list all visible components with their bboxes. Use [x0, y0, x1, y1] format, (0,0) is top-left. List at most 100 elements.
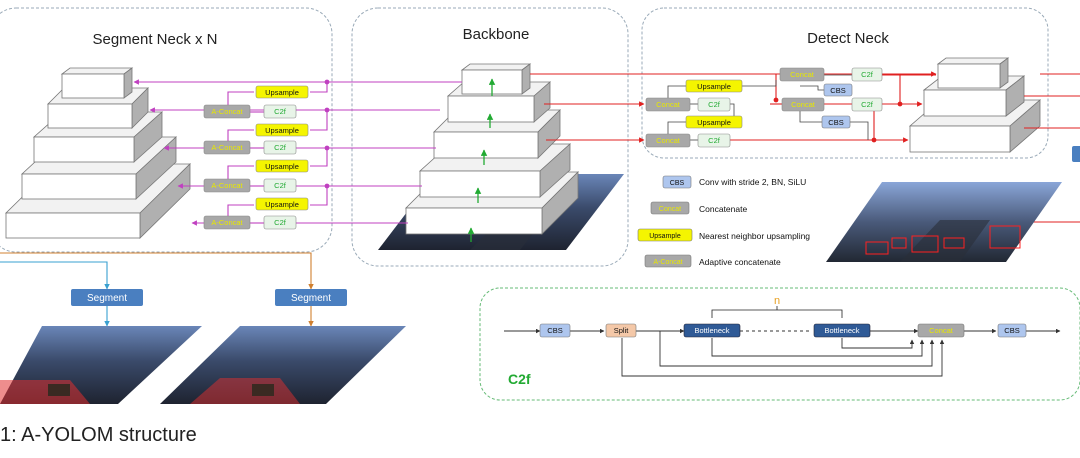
- upsample-label: Upsample: [265, 162, 299, 171]
- upsample-block: [255, 85, 309, 99]
- legend: CBS Conv with stride 2, BN, SiLU Concat …: [637, 175, 810, 268]
- cbs-label: CBS: [547, 326, 562, 335]
- upsample-block: [255, 123, 309, 137]
- concat-block: [917, 323, 965, 338]
- legend-swatch-cbs: [662, 175, 692, 189]
- concat-label: Concat: [791, 100, 816, 109]
- c2f-label: C2f: [274, 181, 287, 190]
- c2f-block: [263, 178, 297, 193]
- segment-button-label: Segment: [87, 293, 127, 304]
- c2f-label: C2f: [708, 136, 721, 145]
- a-concat-label: A-Concat: [211, 143, 243, 152]
- c2f-block: [263, 104, 297, 119]
- a-concat-block: [203, 140, 251, 155]
- c2f-label: C2f: [274, 143, 287, 152]
- legend-text-concat: Concatenate: [699, 204, 747, 214]
- upsample-label: Upsample: [265, 88, 299, 97]
- backbone-panel: [351, 7, 629, 267]
- segment-button-label: Segment: [291, 293, 331, 304]
- upsample-block: [685, 79, 743, 93]
- detect-output-edge: [1072, 146, 1080, 162]
- c2f-block: [697, 97, 731, 112]
- a-concat-label: A-Concat: [211, 107, 243, 116]
- split-block: [605, 323, 637, 338]
- detect-neck-title: Detect Neck: [807, 30, 889, 47]
- concat-block: [645, 133, 691, 148]
- c2f-block: [851, 67, 883, 82]
- concat-label: Concat: [929, 326, 954, 335]
- upsample-label: Upsample: [697, 118, 731, 127]
- segment-button: [275, 289, 347, 306]
- c2f-detail-blocks: CBS Split Bottleneck Bottleneck Concat C…: [539, 323, 1027, 338]
- segment-neck-panel: [0, 7, 333, 253]
- figure-caption: 1: A-YOLOM structure: [0, 424, 197, 446]
- segment-output-lines: [0, 252, 314, 327]
- detect-output-image: [826, 182, 1062, 262]
- cbs-block: [821, 115, 851, 129]
- c2f-panel: [479, 287, 1080, 401]
- backbone-title: Backbone: [463, 26, 530, 43]
- cbs-label: CBS: [1004, 326, 1019, 335]
- c2f-detail-lines: [504, 328, 1061, 377]
- detect-neck-panel: [641, 7, 1049, 159]
- cbs-label: CBS: [830, 86, 845, 95]
- bottleneck-label: Bottleneck: [694, 326, 729, 335]
- segment-neck-title: Segment Neck x N: [92, 31, 217, 48]
- backbone-flow-arrows: [467, 78, 496, 242]
- concat-label: Concat: [656, 100, 681, 109]
- legend-swatch-upsample: [637, 228, 693, 242]
- a-concat-block: [203, 215, 251, 230]
- legend-text-a-concat: Adaptive concatenate: [699, 257, 781, 267]
- c2f-label: C2f: [861, 70, 874, 79]
- legend-tag-cbs: CBS: [670, 180, 685, 187]
- upsample-label: Upsample: [265, 200, 299, 209]
- segment-neck-blocks: Upsample A-Concat C2f Upsample A-Concat …: [203, 85, 309, 230]
- a-concat-block: [203, 104, 251, 119]
- upsample-block: [255, 159, 309, 173]
- concat-block: [645, 97, 691, 112]
- concat-block: [781, 97, 825, 112]
- segment-junction-dots: [324, 79, 330, 189]
- legend-tag-upsample: Upsample: [649, 233, 681, 240]
- upsample-label: Upsample: [265, 126, 299, 135]
- bottleneck-label: Bottleneck: [824, 326, 859, 335]
- cbs-block: [539, 323, 571, 338]
- concat-block: [779, 67, 825, 82]
- split-label: Split: [614, 326, 630, 335]
- a-concat-label: A-Concat: [211, 218, 243, 227]
- bottleneck-block: [683, 323, 741, 338]
- segment-output-image-1: [0, 326, 202, 404]
- c2f-label: C2f: [274, 218, 287, 227]
- cbs-block: [997, 323, 1027, 338]
- cbs-label: CBS: [828, 118, 843, 127]
- upsample-block: [685, 115, 743, 129]
- c2f-block: [263, 140, 297, 155]
- segment-button: [71, 289, 143, 306]
- repeat-bracket: [711, 306, 843, 318]
- upsample-block: [255, 197, 309, 211]
- c2f-block: [697, 133, 731, 148]
- legend-tag-concat: Concat: [659, 206, 681, 213]
- segment-output-image-2: [160, 326, 406, 404]
- c2f-block: [263, 215, 297, 230]
- segment-buttons: Segment Segment: [71, 289, 347, 306]
- segment-pyramid: [5, 67, 191, 239]
- c2f-detail-title: C2f: [508, 371, 531, 387]
- legend-text-upsample: Nearest neighbor upsampling: [699, 231, 810, 241]
- c2f-label: C2f: [861, 100, 874, 109]
- concat-label: Concat: [656, 136, 681, 145]
- detect-pyramid: [908, 57, 1042, 153]
- upsample-label: Upsample: [697, 82, 731, 91]
- legend-tag-a-concat: A-Concat: [653, 259, 682, 266]
- cbs-block: [823, 83, 853, 97]
- bottleneck-block: [813, 323, 871, 338]
- c2f-label: C2f: [274, 107, 287, 116]
- legend-text-cbs: Conv with stride 2, BN, SiLU: [699, 177, 806, 187]
- detect-junction-dots: [773, 97, 903, 143]
- c2f-block: [851, 97, 883, 112]
- a-concat-label: A-Concat: [211, 181, 243, 190]
- detect-neck-blocks: Concat C2f Upsample CBS Concat C2f Conca…: [645, 67, 883, 148]
- legend-swatch-concat: [650, 201, 690, 215]
- concat-label: Concat: [790, 70, 815, 79]
